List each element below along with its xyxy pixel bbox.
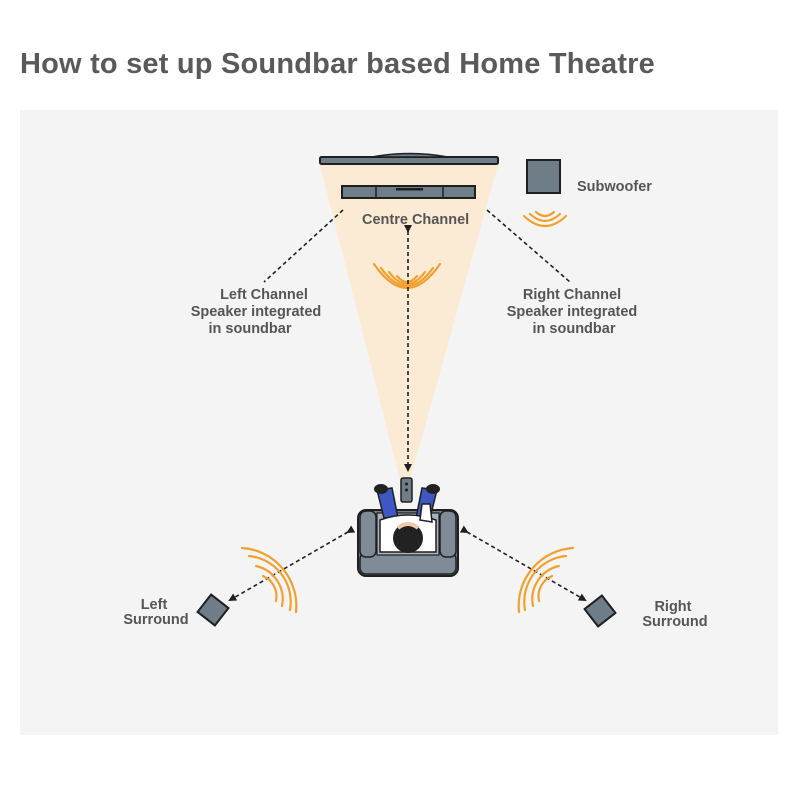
left-surround-label: Left Surround bbox=[123, 597, 188, 628]
right-surround-sound-waves bbox=[517, 546, 575, 614]
left-surround-line-2: Surround bbox=[123, 612, 188, 628]
left-channel-line-2: Speaker integrated bbox=[191, 304, 322, 320]
remote-control bbox=[400, 477, 413, 503]
right-surround-label: Right Surround bbox=[642, 599, 707, 630]
centre-channel-label: Centre Channel bbox=[362, 212, 469, 228]
right-channel-line-1: Right Channel bbox=[523, 287, 621, 303]
left-channel-label: Left Channel Speaker integrated in sound… bbox=[191, 287, 326, 337]
left-channel-line-1: Left Channel bbox=[220, 287, 308, 303]
right-channel-label: Right Channel Speaker integrated in soun… bbox=[507, 287, 642, 337]
left-channel-line-3: in soundbar bbox=[209, 321, 292, 337]
tv bbox=[319, 152, 499, 165]
right-channel-leader bbox=[486, 209, 571, 283]
subwoofer bbox=[526, 159, 561, 194]
subwoofer-sound-waves bbox=[522, 210, 568, 228]
right-surround-line-2: Surround bbox=[642, 614, 707, 630]
left-surround-sound-waves bbox=[240, 546, 298, 614]
left-channel-leader bbox=[263, 209, 344, 283]
right-surround-speaker bbox=[583, 594, 617, 628]
left-surround-arrow bbox=[228, 525, 356, 601]
user-avatar bbox=[374, 484, 440, 553]
right-surround-line-1: Right bbox=[654, 599, 691, 615]
right-channel-line-3: in soundbar bbox=[533, 321, 616, 337]
page-title: How to set up Soundbar based Home Theatr… bbox=[20, 48, 655, 80]
left-surround-speaker bbox=[196, 593, 230, 627]
right-surround-arrow bbox=[459, 525, 587, 601]
subwoofer-label: Subwoofer bbox=[577, 179, 652, 195]
left-surround-line-1: Left bbox=[141, 597, 168, 613]
right-channel-line-2: Speaker integrated bbox=[507, 304, 638, 320]
soundbar bbox=[341, 185, 476, 199]
